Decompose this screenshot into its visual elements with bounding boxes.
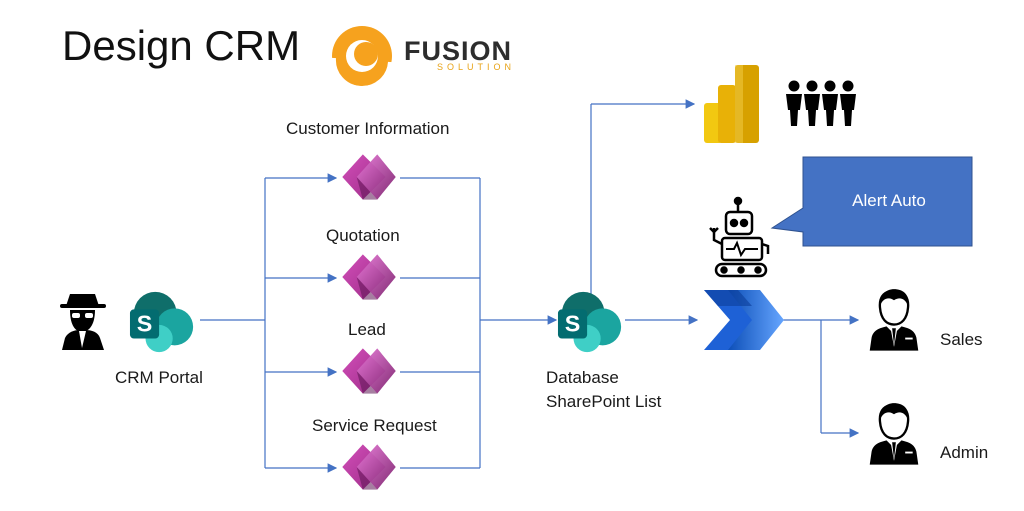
- businessman-icon: [868, 401, 920, 466]
- powerbi-icon: [704, 65, 759, 143]
- portal-label: CRM Portal: [115, 368, 203, 387]
- recipient-label-sales: Sales: [940, 330, 983, 349]
- powerapps-icon: [342, 154, 396, 200]
- connectors: [200, 99, 860, 473]
- callout-text: Alert Auto: [852, 191, 926, 210]
- powerapps-icon: [342, 348, 396, 394]
- database-label-line1: Database: [546, 368, 619, 387]
- robot-icon: [709, 196, 770, 278]
- app-label-service-request: Service Request: [312, 416, 437, 435]
- sharepoint-icon: [557, 291, 622, 353]
- powerapps-icon: [342, 444, 396, 490]
- logo-tagline: SOLUTION: [437, 62, 516, 72]
- sharepoint-icon: [129, 291, 194, 353]
- page-title: Design CRM: [62, 22, 301, 69]
- powerapps-icon: [342, 254, 396, 300]
- power-automate-icon: [704, 290, 784, 350]
- recipient-label-admin: Admin: [940, 443, 989, 462]
- database-label-line2: SharePoint List: [546, 392, 662, 411]
- alert-callout: [770, 156, 973, 247]
- businessman-icon: [868, 287, 920, 352]
- app-label-customer-information: Customer Information: [286, 119, 450, 138]
- logo-name: FUSION: [404, 36, 513, 66]
- group-icon: [786, 80, 856, 126]
- app-label-lead: Lead: [348, 320, 386, 339]
- app-label-quotation: Quotation: [326, 226, 400, 245]
- fusion-logo-icon: [331, 26, 392, 90]
- spy-icon: [60, 294, 106, 350]
